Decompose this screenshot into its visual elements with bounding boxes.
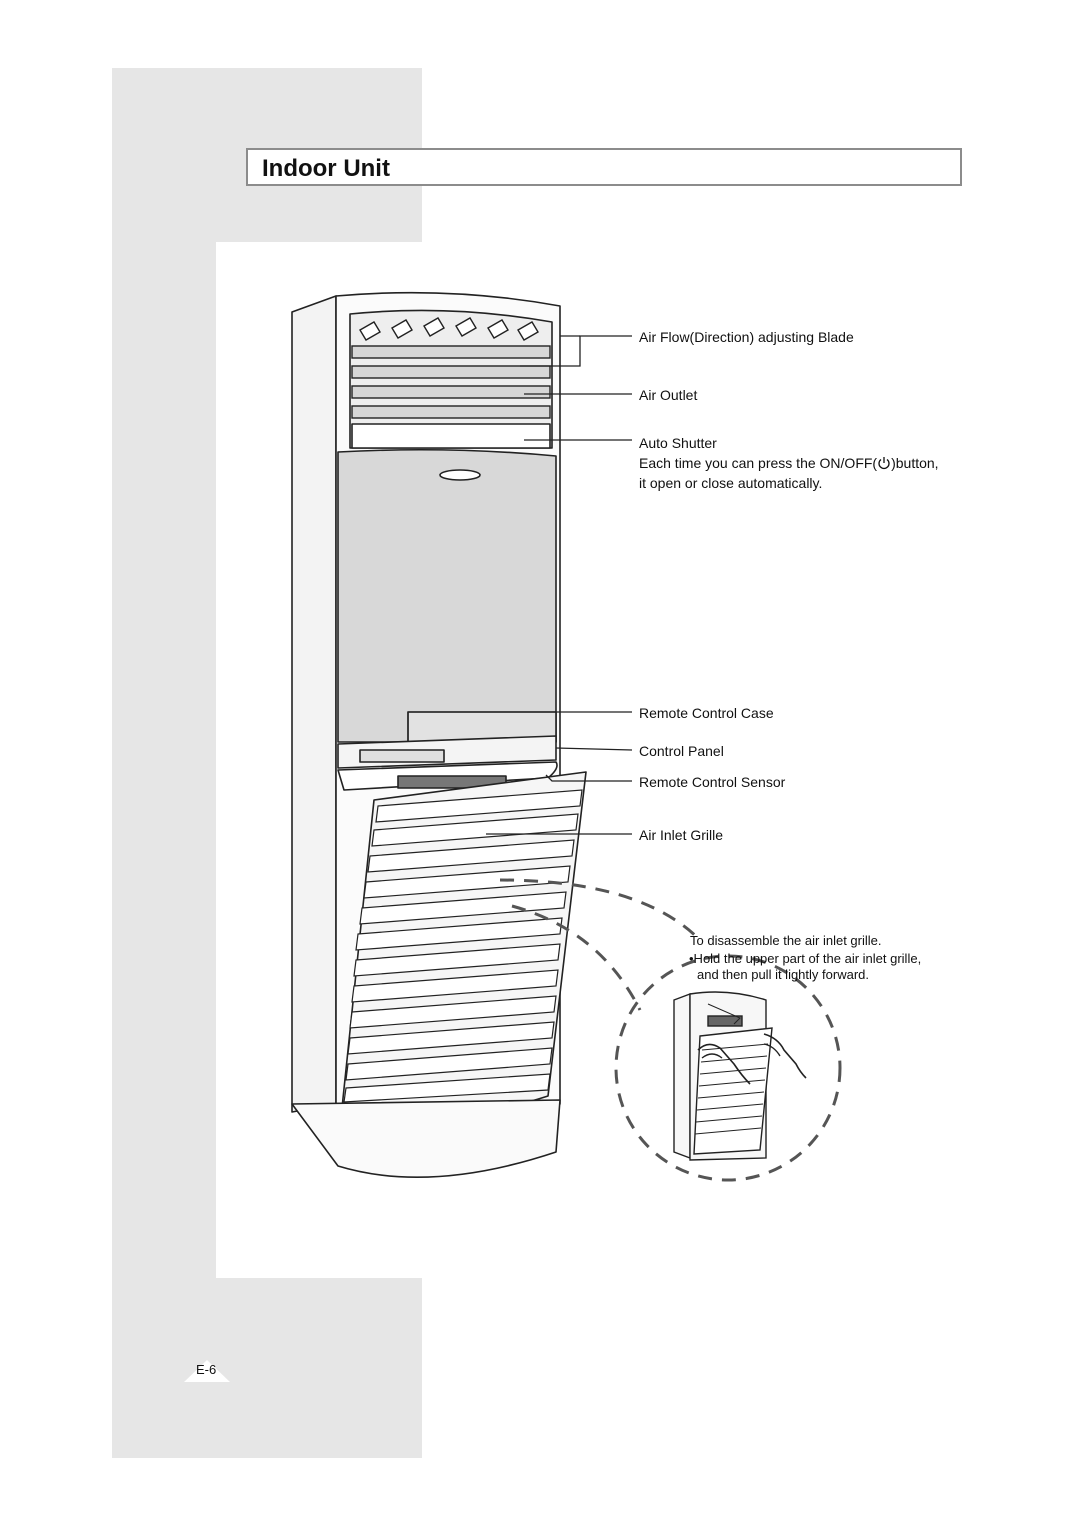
page-number-badge xyxy=(184,1360,230,1382)
label-auto-shutter: Auto Shutter xyxy=(639,435,717,451)
label-air-inlet-grille: Air Inlet Grille xyxy=(639,827,724,843)
gray-band-left xyxy=(112,242,216,1278)
gray-band-bottom xyxy=(112,1278,422,1458)
shutter-desc-start: Each time you can press the ON/OFF( xyxy=(639,455,878,471)
page-title: Indoor Unit xyxy=(262,155,390,182)
label-remote-control-case: Remote Control Case xyxy=(639,705,774,721)
hand-icon xyxy=(697,1043,751,1085)
label-control-panel: Control Panel xyxy=(639,743,724,759)
auto-shutter-description-line2: it open or close automatically. xyxy=(639,475,823,491)
shutter-desc-end: )button, xyxy=(891,455,939,471)
section-title-box: Indoor Unit xyxy=(246,148,962,186)
disassembly-heading: To disassemble the air inlet grille. xyxy=(690,933,882,948)
power-icon xyxy=(878,457,890,470)
label-remote-control-sensor: Remote Control Sensor xyxy=(639,774,786,790)
disassembly-step-line2: and then pull it lightly forward. xyxy=(697,967,869,982)
label-air-outlet: Air Outlet xyxy=(639,387,698,403)
label-air-flow-blade: Air Flow(Direction) adjusting Blade xyxy=(639,329,854,345)
auto-shutter-description: Each time you can press the ON/OFF( )butt… xyxy=(639,454,939,472)
hand-icon xyxy=(763,1033,807,1079)
page-number: E-6 xyxy=(196,1362,217,1377)
disassembly-step-line1: •Hold the upper part of the air inlet gr… xyxy=(689,951,922,966)
